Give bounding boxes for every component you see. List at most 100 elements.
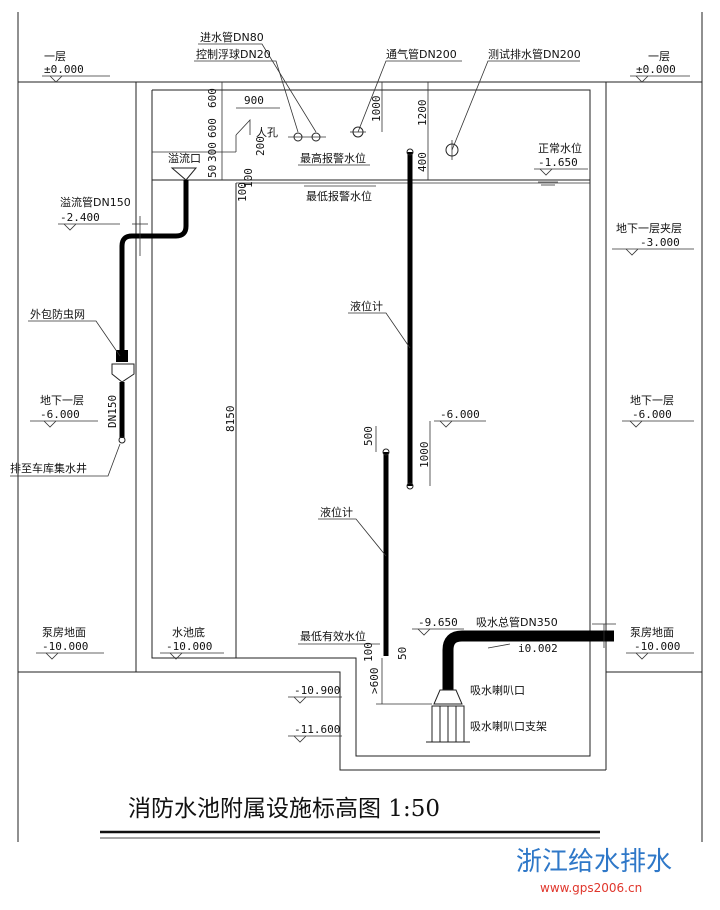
min-effective: 最低有效水位 100 50 >600 bbox=[298, 629, 432, 705]
manhole: 900 人孔 bbox=[236, 94, 280, 139]
dim-600b: 600 bbox=[206, 118, 219, 138]
pool-wall-inner bbox=[151, 89, 591, 757]
vent-label: 通气管DN200 bbox=[386, 47, 457, 61]
label-insect-net: 外包防虫网 bbox=[28, 307, 121, 357]
suction-main-label: 吸水总管DN350 bbox=[476, 615, 558, 629]
gauge1-label: 液位计 bbox=[350, 299, 383, 313]
dim-100b: 100 bbox=[236, 182, 249, 202]
level-marker-normal: 正常水位 -1.650 bbox=[534, 141, 588, 186]
level-name: 泵房地面 bbox=[630, 626, 674, 639]
level-name: 一层 bbox=[44, 50, 66, 63]
suction-bell-label: 吸水喇叭口 bbox=[470, 683, 525, 697]
level-value: -11.600 bbox=[294, 723, 340, 736]
level-name: 正常水位 bbox=[538, 141, 582, 155]
level-marker-b1-mid: -6.000 bbox=[434, 408, 486, 428]
level-value: -1.650 bbox=[538, 156, 578, 169]
drawing-title: 消防水池附属设施标高图 1:50 bbox=[100, 796, 600, 839]
alarm-labels: 最高报警水位 最低报警水位 bbox=[298, 151, 376, 203]
dim-100c: 100 bbox=[362, 642, 375, 662]
dim-8150: 8150 bbox=[224, 406, 237, 433]
level-name: 泵房地面 bbox=[42, 626, 86, 639]
level-marker-b1-left: 地下一层 -6.000 bbox=[30, 394, 98, 428]
inlet-label: 进水管DN80 bbox=[200, 30, 264, 44]
dim-600a: 600 bbox=[206, 88, 219, 108]
level-marker-l1-left: 一层 ±0.000 bbox=[42, 50, 110, 83]
overflow-port-label: 溢流口 bbox=[168, 151, 201, 165]
inlet-pipe-symbols bbox=[288, 126, 459, 160]
level-value: -2.400 bbox=[60, 211, 100, 224]
level-value: ±0.000 bbox=[636, 63, 676, 76]
suction-bell-support-label: 吸水喇叭口支架 bbox=[470, 719, 547, 733]
dim-100a: 100 bbox=[242, 168, 255, 188]
dim-300: 300 bbox=[206, 142, 219, 162]
test-drain-label: 测试排水管DN200 bbox=[488, 47, 581, 61]
level-name: 水池底 bbox=[172, 625, 205, 639]
max-alarm-label: 最高报警水位 bbox=[300, 151, 366, 165]
level-value: -10.000 bbox=[42, 640, 88, 653]
title-text: 消防水池附属设施标高图 1:50 bbox=[128, 796, 440, 822]
slope-label: i0.002 bbox=[518, 642, 558, 655]
level-marker-b1-right: 地下一层 -6.000 bbox=[622, 394, 694, 428]
level-marker-pump-right: 泵房地面 -10.000 bbox=[626, 626, 694, 660]
watermark-url: www.gps2006.cn bbox=[540, 881, 642, 895]
level-value: -3.000 bbox=[640, 236, 680, 249]
level-marker-l1-right: 一层 ±0.000 bbox=[630, 50, 690, 83]
level-gauge-1: 液位计 1000 bbox=[348, 148, 431, 490]
dim-1000b: 1000 bbox=[418, 442, 431, 469]
dn150-label: DN150 bbox=[106, 395, 119, 428]
level-value: -6.000 bbox=[440, 408, 480, 421]
level-value: ±0.000 bbox=[44, 63, 84, 76]
label-test-drain: 测试排水管DN200 bbox=[451, 47, 581, 151]
label-drain-to: 排至车库集水井 bbox=[10, 443, 121, 477]
level-marker-sump1: -10.900 bbox=[288, 684, 342, 704]
level-value: -10.000 bbox=[634, 640, 680, 653]
water-level-lines bbox=[152, 118, 590, 658]
dim-600c: >600 bbox=[368, 668, 381, 695]
watermark-name: 浙江给水排水 bbox=[516, 847, 672, 877]
level-value: -6.000 bbox=[632, 408, 672, 421]
level-name: 地下一层 bbox=[40, 394, 84, 407]
level-marker-pump-left: 泵房地面 -10.000 bbox=[36, 626, 104, 660]
drawing-frame bbox=[17, 12, 703, 842]
drain-to-label: 排至车库集水井 bbox=[10, 461, 87, 475]
manhole-label: 人孔 bbox=[256, 126, 278, 139]
level-name: 地下一层 bbox=[630, 394, 674, 407]
dim-50b: 50 bbox=[396, 647, 409, 660]
min-effective-label: 最低有效水位 bbox=[300, 629, 366, 643]
dim-1000a: 1000 bbox=[370, 96, 383, 123]
level-value: -10.000 bbox=[166, 640, 212, 653]
label-float-valve: 控制浮球DN20 bbox=[194, 47, 299, 133]
dim-1200: 1200 bbox=[416, 100, 429, 127]
level-marker-overflow: 溢流管DN150 -2.400 bbox=[58, 195, 131, 231]
level-marker-sump2: -11.600 bbox=[288, 723, 342, 743]
dim-500: 500 bbox=[362, 426, 375, 446]
level-value: -6.000 bbox=[40, 408, 80, 421]
dim-200: 200 bbox=[254, 136, 267, 156]
level-name: 溢流管DN150 bbox=[60, 195, 131, 209]
label-inlet: 进水管DN80 bbox=[198, 30, 317, 133]
gauge2-label: 液位计 bbox=[320, 505, 353, 519]
pool-wall-outer bbox=[135, 81, 607, 771]
insect-net-label: 外包防虫网 bbox=[30, 307, 85, 321]
dim-900: 900 bbox=[244, 94, 264, 107]
dim-8150-group: 8150 bbox=[224, 406, 237, 433]
dims-right-stack: 1000 1200 400 bbox=[370, 82, 429, 180]
level-value: -9.650 bbox=[418, 616, 458, 629]
label-vent: 通气管DN200 bbox=[357, 47, 462, 133]
dim-50a: 50 bbox=[206, 165, 219, 178]
watermark: 浙江给水排水 www.gps2006.cn bbox=[516, 847, 672, 895]
level-marker-mezz: 地下一层夹层 -3.000 bbox=[612, 222, 694, 256]
level-name: 一层 bbox=[648, 50, 670, 63]
overflow-assembly: 溢流口 bbox=[111, 151, 201, 444]
level-marker-pool-bottom: 水池底 -10.000 bbox=[160, 625, 224, 660]
level-gauge-2: 500 液位计 bbox=[318, 426, 390, 656]
min-alarm-label: 最低报警水位 bbox=[306, 189, 372, 203]
level-value: -10.900 bbox=[294, 684, 340, 697]
suction-bell: 吸水喇叭口 吸水喇叭口支架 bbox=[426, 683, 547, 743]
suction-main: 吸水总管DN350 i0.002 bbox=[442, 615, 616, 690]
float-label: 控制浮球DN20 bbox=[196, 47, 271, 61]
level-marker-suction: -9.650 bbox=[412, 616, 464, 636]
level-name: 地下一层夹层 bbox=[616, 222, 682, 235]
label-dn150: DN150 bbox=[106, 395, 119, 428]
